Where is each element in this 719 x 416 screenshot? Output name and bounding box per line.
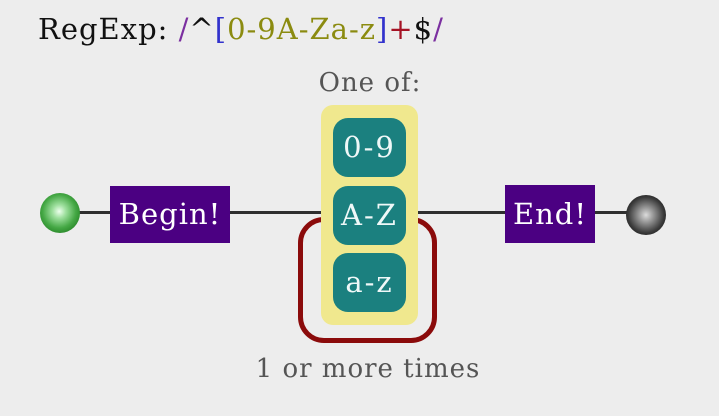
dollar-token: $ xyxy=(413,12,434,46)
alternation-label: One of: xyxy=(318,68,422,98)
option-uppercase: A-Z xyxy=(333,186,406,245)
slash-close-token: / xyxy=(433,12,444,46)
option-lowercase: a-z xyxy=(333,253,406,312)
end-anchor-box: End! xyxy=(505,185,595,243)
option-digits: 0-9 xyxy=(333,118,406,177)
begin-anchor-box: Begin! xyxy=(110,186,230,243)
bracket-close-token: ] xyxy=(376,12,389,46)
regex-title: RegExp: /^[0-9A-Za-z]+$/ xyxy=(38,12,444,46)
caret-token: ^ xyxy=(189,12,215,46)
end-node-sphere xyxy=(626,195,666,235)
bracket-open-token: [ xyxy=(214,12,228,46)
char-class-token: 0-9A-Za-z xyxy=(227,12,377,46)
slash-open-token: / xyxy=(178,12,190,46)
start-node-sphere xyxy=(40,193,80,233)
plus-token: + xyxy=(388,12,414,46)
regex-title-label: RegExp: xyxy=(38,12,179,46)
repeat-label: 1 or more times xyxy=(255,354,481,384)
